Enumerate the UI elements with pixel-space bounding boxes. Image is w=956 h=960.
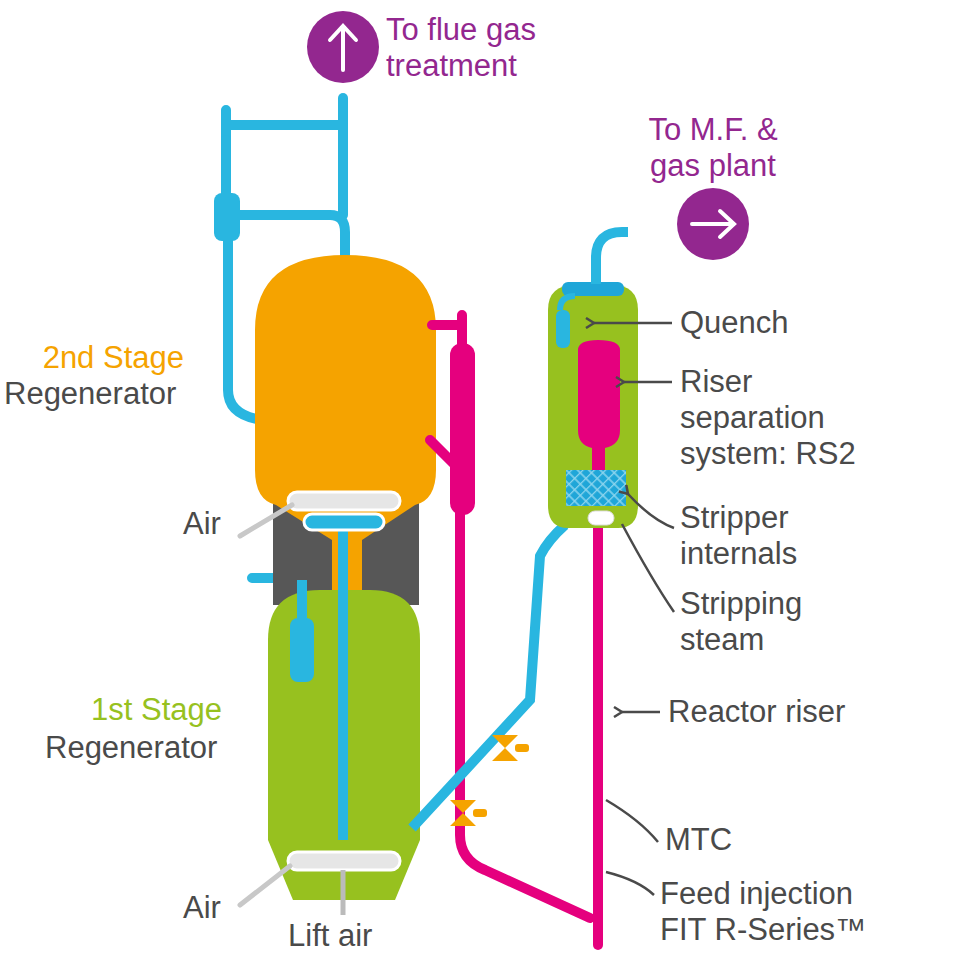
label: Feed injection FIT R-Series™ — [660, 876, 869, 948]
label: Lift air — [288, 918, 372, 954]
label: Air — [183, 890, 221, 926]
label: Stripping steam — [680, 586, 703, 658]
label: MTC — [665, 822, 732, 858]
label: To M.F. & gas plant — [647, 112, 779, 184]
label: Regenerator — [4, 376, 176, 412]
label: Air — [183, 506, 221, 542]
label: Quench — [680, 305, 789, 341]
label: Stripper internals — [680, 500, 703, 572]
label: Riser separation system: RS2 — [680, 364, 858, 472]
label: 1st Stage — [91, 692, 222, 728]
label: Reactor riser — [668, 694, 845, 730]
label: To flue gas treatment — [386, 12, 538, 84]
label: 2nd Stage — [43, 340, 184, 376]
label: Regenerator — [45, 730, 217, 766]
